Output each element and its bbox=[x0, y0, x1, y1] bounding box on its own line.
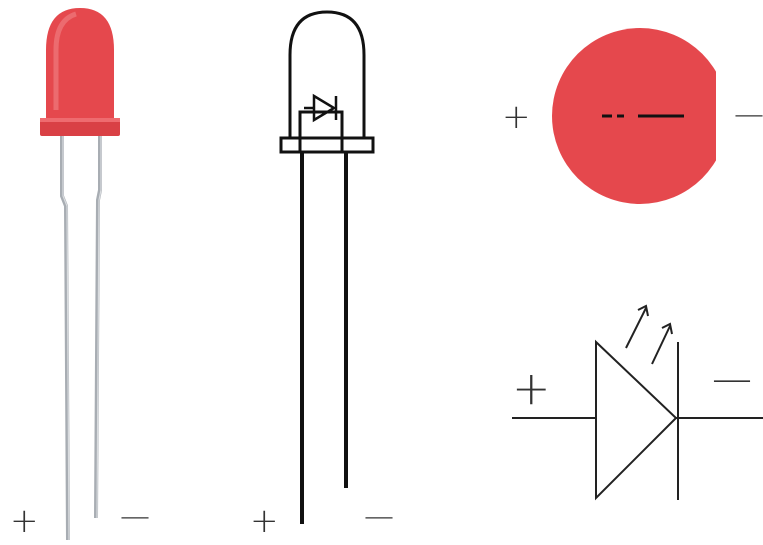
outline-dome bbox=[288, 10, 366, 138]
top-view-body bbox=[552, 28, 716, 204]
top-minus-sign: — bbox=[734, 97, 763, 132]
cathode-lead bbox=[94, 136, 102, 519]
light-emission-arrows-icon bbox=[625, 304, 673, 365]
outline-diode-triangle bbox=[312, 93, 337, 123]
led-dome bbox=[46, 8, 114, 120]
led-leads bbox=[60, 136, 102, 541]
photo-plus-sign: + bbox=[10, 501, 39, 541]
led-top-view-icon bbox=[552, 28, 716, 204]
schematic-minus-sign: — bbox=[712, 356, 752, 402]
led-schematic-symbol-icon bbox=[512, 304, 763, 501]
led-rim bbox=[40, 118, 120, 136]
led-outline-icon bbox=[279, 10, 375, 524]
outline-frame bbox=[298, 110, 344, 152]
schematic-triangle bbox=[595, 339, 678, 501]
outline-minus-sign: — bbox=[364, 499, 394, 534]
schematic-plus-sign: + bbox=[512, 361, 551, 415]
top-plus-sign: + bbox=[502, 97, 531, 137]
anode-lead bbox=[60, 136, 70, 541]
outline-plus-sign: + bbox=[250, 501, 279, 541]
led-photo-icon bbox=[40, 8, 120, 541]
outline-rim bbox=[279, 136, 375, 154]
photo-minus-sign: — bbox=[120, 499, 150, 534]
